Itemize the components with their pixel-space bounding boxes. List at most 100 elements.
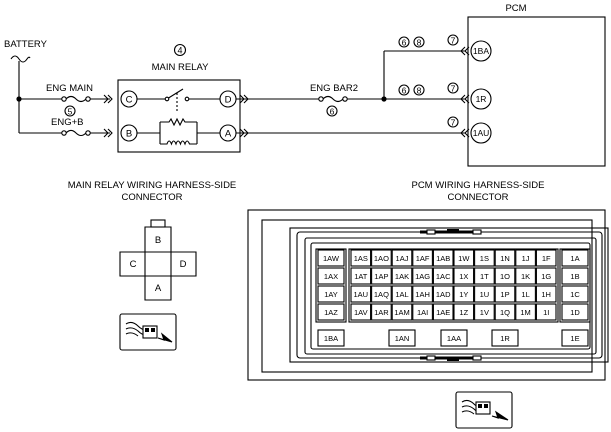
pcm-cell-right-box (561, 303, 589, 321)
pcm-cell: 1Y (459, 290, 468, 299)
main-relay-ref-circle (173, 43, 187, 57)
pcm-cell-box (350, 267, 372, 285)
pcm-cell: 1L (521, 290, 529, 299)
ref-8-mid: 8 (417, 86, 422, 96)
relay-b-chevron (103, 128, 113, 138)
pcm-box (467, 16, 606, 167)
ref-7-a: 7 (451, 36, 456, 46)
pcm-cell-box (535, 267, 557, 285)
pcm-cell-box (453, 267, 475, 285)
pcm-cell-right-box (561, 249, 589, 267)
pcm-cell-left: 1AX (324, 272, 338, 281)
pcm-cell-box (350, 285, 372, 303)
relay-conn-bottom: A (155, 283, 162, 294)
pcm-cell: 1AJ (396, 254, 409, 263)
pcm-cell-box (453, 303, 475, 321)
ref-6-mid: 6 (402, 86, 407, 96)
pcm-cell: 1AB (436, 254, 450, 263)
pcm-cell: 1AU (354, 290, 369, 299)
ref-8-top-circle (413, 36, 425, 48)
ref-7-b: 7 (451, 84, 456, 94)
pcm-connector-face (247, 209, 609, 381)
pcm-cell: 1Z (459, 308, 468, 317)
pcm-cell-bottom-box (388, 329, 416, 347)
pcm-cell: 1X (459, 272, 468, 281)
pcm-cell-box (391, 267, 413, 285)
pcm-plug-illustration (455, 391, 513, 429)
relay-conn-left: C (130, 259, 137, 270)
pcm-cell-box (535, 285, 557, 303)
pcm-cell: 1AQ (374, 290, 389, 299)
pcm-cell-box (412, 267, 433, 285)
main-relay-box (117, 79, 241, 153)
pcm-cell-box (391, 303, 413, 321)
pcm-cell: 1K (521, 272, 530, 281)
pcm-terminal-1au (470, 122, 492, 144)
pcm-cell: 1N (500, 254, 510, 263)
ref-6-top: 6 (402, 38, 407, 48)
pcm-terminal-1ba (470, 40, 492, 62)
pcm-cell-right: 1B (570, 272, 579, 281)
pcm-cell-box (412, 285, 433, 303)
pcm-cell-box (515, 303, 536, 321)
pcm-terminal-1r-label: 1R (476, 94, 487, 104)
pcm-cell-box (453, 285, 475, 303)
pcm-cell: 1U (480, 290, 490, 299)
relay-harness-caption-1: MAIN RELAY WIRING HARNESS-SIDE (68, 180, 237, 191)
pcm-cell: 1AR (374, 308, 389, 317)
pcm-cell-box (535, 249, 557, 267)
pcm-cell-box (350, 303, 372, 321)
ref-7-a-circle (447, 34, 459, 46)
pcm-cell: 1I (543, 308, 549, 317)
pcm-cell: 1AO (374, 254, 389, 263)
pcm-cell-box (474, 267, 495, 285)
relay-terminal-b-label: B (126, 129, 132, 140)
pcm-cell-box (474, 285, 495, 303)
pcm-harness-caption-1: PCM WIRING HARNESS-SIDE (411, 180, 544, 191)
pcm-cell-bottom-box (491, 329, 519, 347)
pcm-harness-caption-2: CONNECTOR (447, 192, 508, 203)
pcm-cell: 1AD (436, 290, 451, 299)
relay-conn-top: B (155, 235, 161, 246)
pcm-cell-bottom: 1AA (447, 334, 461, 343)
pcm-cell-right-box (561, 285, 589, 303)
eng-bar2-label: ENG BAR2 (310, 83, 358, 94)
fuse-eng-main (61, 95, 91, 103)
pcm-cell-bottom: 1BA (324, 334, 338, 343)
pcm-cell: 1AG (415, 272, 430, 281)
pcm-cell: 1O (500, 272, 510, 281)
relay-coil (137, 117, 220, 146)
pcm-cell: 1P (500, 290, 509, 299)
battery-symbol (10, 55, 31, 63)
relay-connector-face (119, 219, 197, 301)
pcm-cell-box (515, 285, 536, 303)
relay-c-chevron (103, 94, 113, 104)
pcm-cell: 1AP (374, 272, 388, 281)
pcm-cell-box (371, 249, 392, 267)
pcm-cell: 1AF (416, 254, 430, 263)
pcm-cell-right: 1C (570, 290, 580, 299)
pcm-cell-box (535, 303, 557, 321)
pcm-cell-box (474, 303, 495, 321)
pcm-cell: 1AV (354, 308, 368, 317)
pcm-cell: 1AM (394, 308, 409, 317)
pcm-cell: 1F (542, 254, 551, 263)
eng-bar2-ref-num: 6 (330, 107, 335, 117)
pcm-cell-box (515, 249, 536, 267)
pcm-cell-box (391, 249, 413, 267)
main-relay-label: MAIN RELAY (152, 62, 210, 73)
eng-b-label: ENG+B (51, 117, 83, 128)
pcm-cell-left-box (317, 267, 345, 285)
pcm-cell-box (371, 267, 392, 285)
pcm-cell-bottom: 1E (570, 334, 579, 343)
pcm-cell-left-box (317, 249, 345, 267)
pcm-cell-bottom: 1R (500, 334, 510, 343)
eng-main-ref-num: 5 (68, 107, 73, 117)
ref-8-mid-circle (413, 84, 425, 96)
relay-conn-right: D (180, 259, 187, 270)
pcm-terminal-1ba-label: 1BA (473, 46, 489, 56)
pcm-cell: 1M (520, 308, 530, 317)
pcm-cell-left: 1AZ (324, 308, 338, 317)
pcm-cell-left-box (317, 303, 345, 321)
